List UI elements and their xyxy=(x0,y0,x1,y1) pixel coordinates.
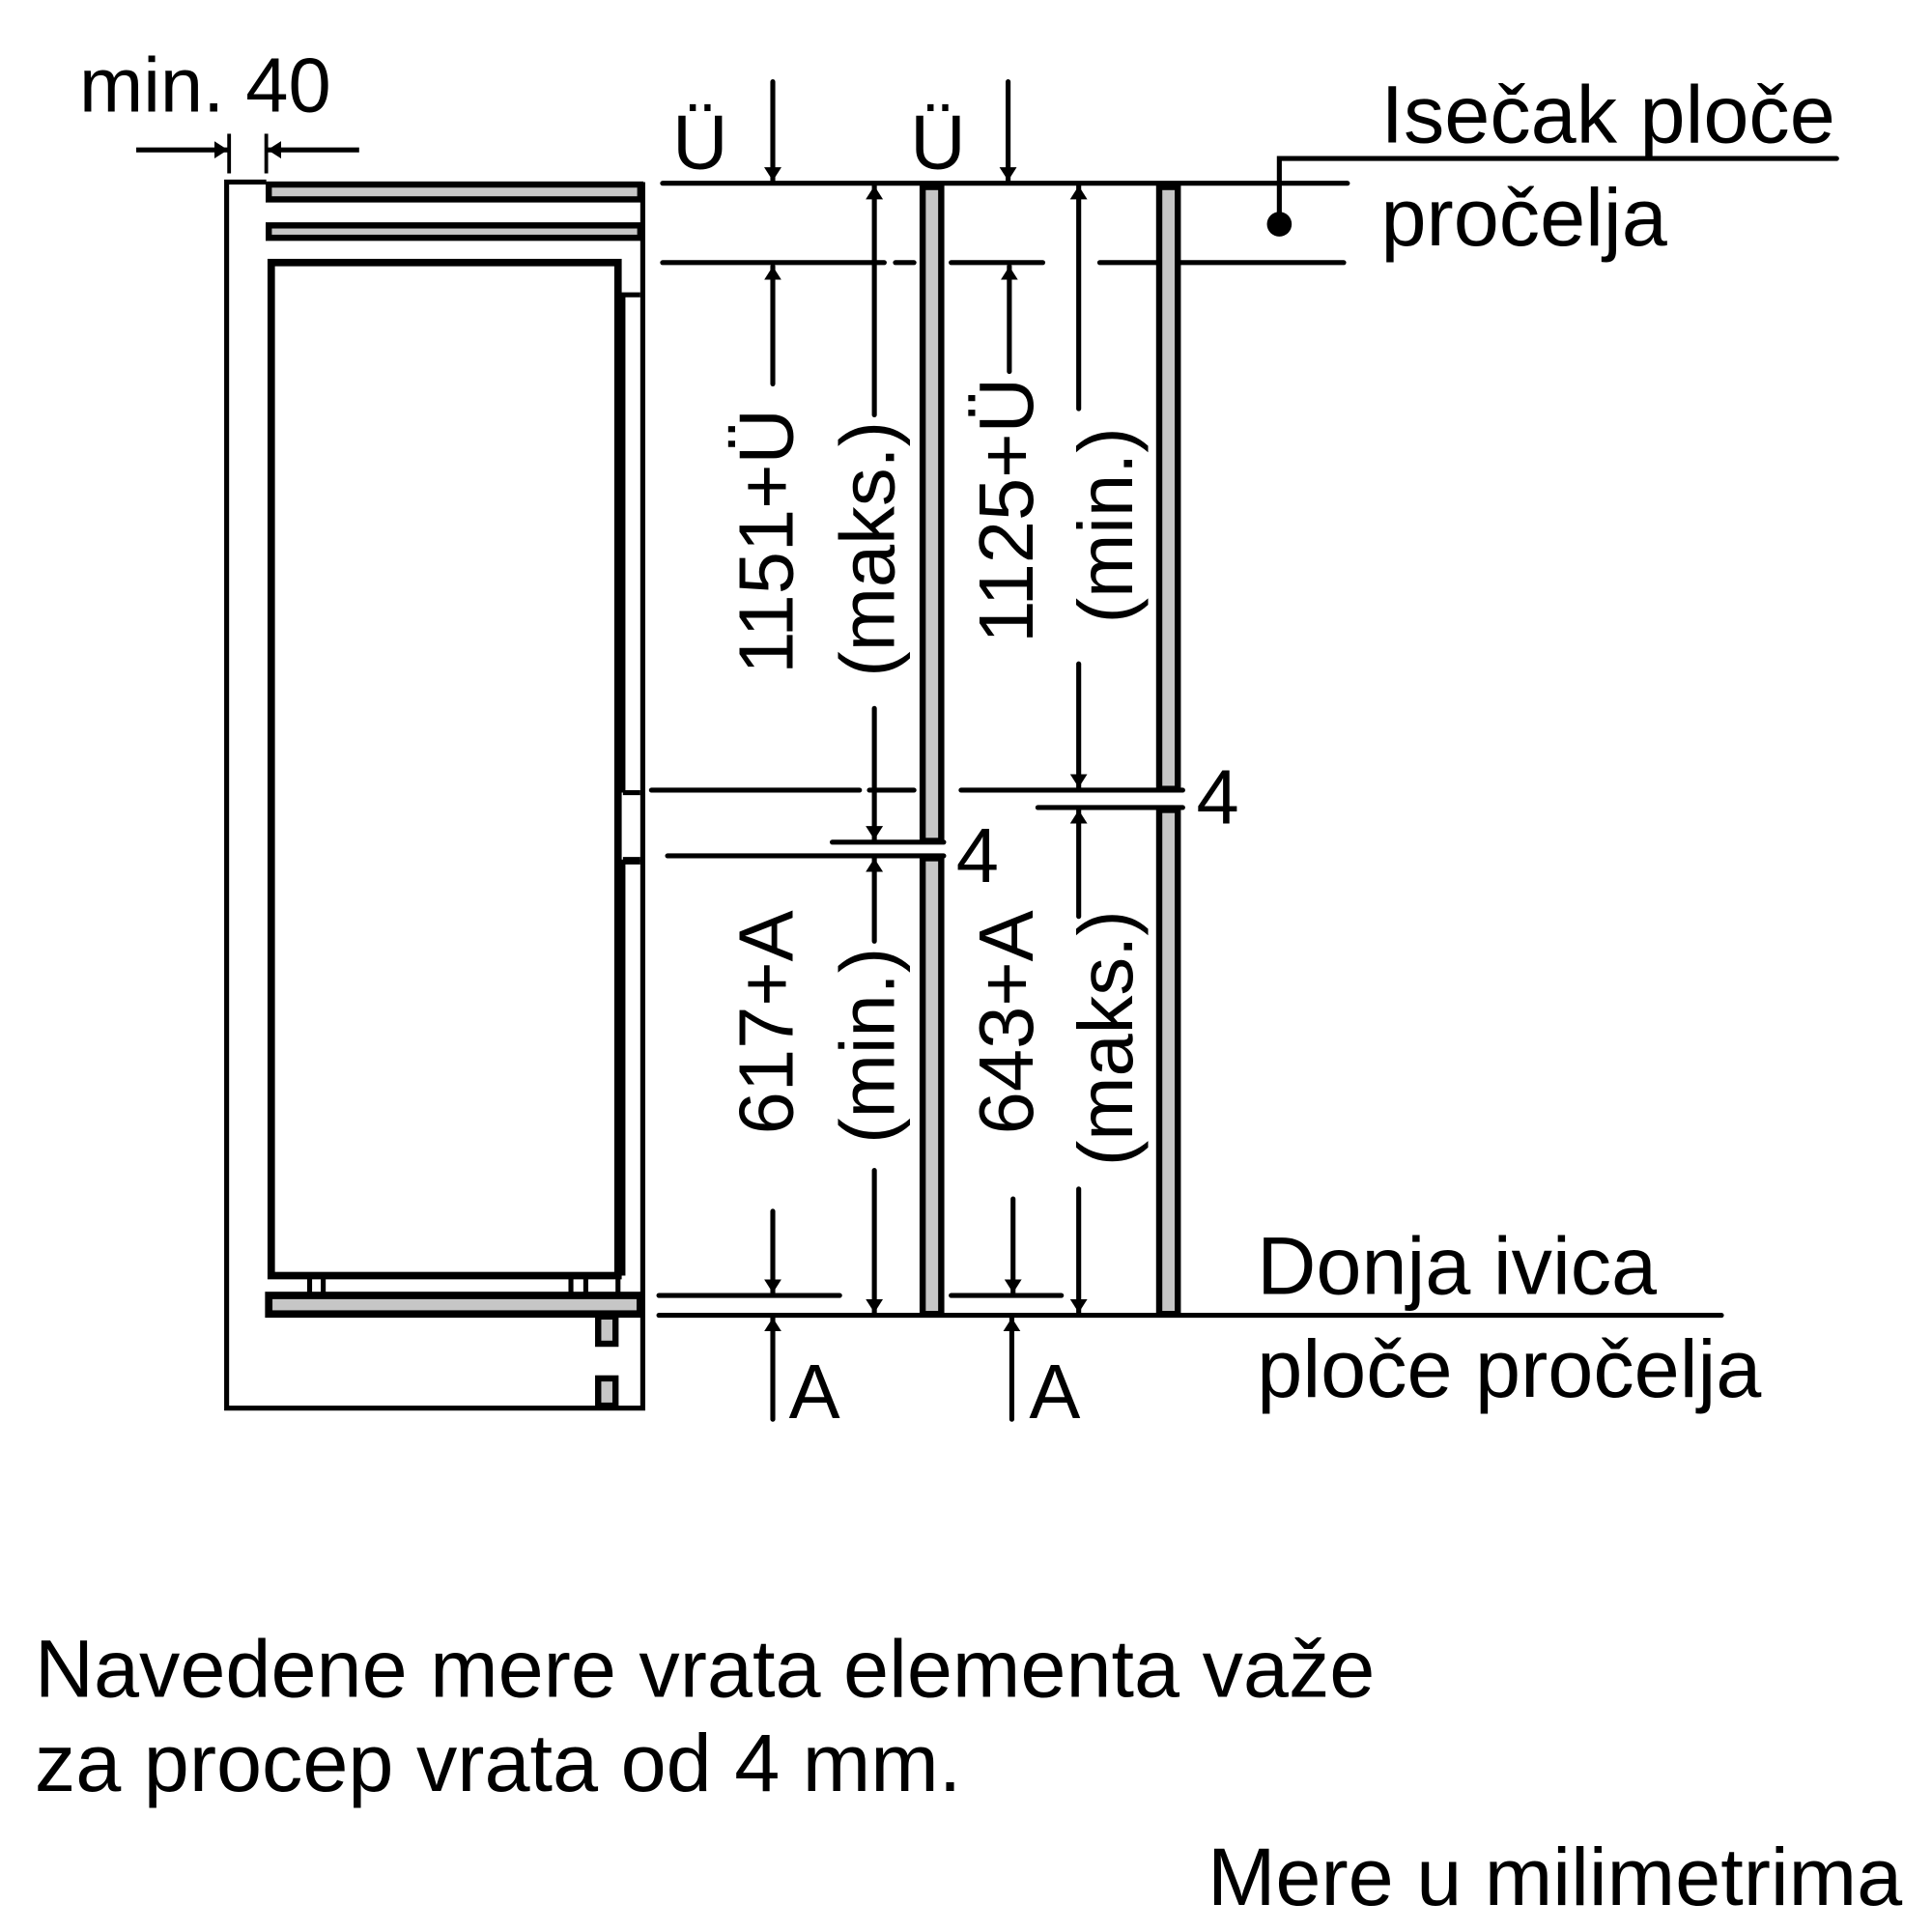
panel-a-upper xyxy=(919,184,945,844)
appliance-feet xyxy=(306,1276,621,1294)
vent-block-1 xyxy=(595,1313,619,1348)
door-panels xyxy=(919,184,1181,1318)
vent-block-2 xyxy=(595,1375,619,1409)
bottom-plinth-bar xyxy=(265,1292,644,1319)
bottom-edge-label-line1: Donja ivica xyxy=(1257,1220,1658,1312)
bottom-offset-label-1: A xyxy=(789,1349,840,1435)
appliance-body xyxy=(267,258,622,1280)
upper-door-min-value: 1125+Ü xyxy=(963,378,1049,643)
bottom-edge-label-line2: ploče pročelja xyxy=(1257,1322,1762,1414)
panel-b-upper xyxy=(1155,184,1181,792)
dimension-arrows xyxy=(764,79,1088,1422)
bottom-offset-label-2: A xyxy=(1029,1349,1080,1435)
hinge-strip-upper xyxy=(620,292,640,793)
gap-label-left: 4 xyxy=(956,812,999,898)
panel-a-lower xyxy=(919,855,945,1318)
units-note: Mere u milimetrima xyxy=(1208,1831,1903,1922)
top-shelf-1 xyxy=(266,181,644,203)
lower-door-min-value: 617+A xyxy=(724,910,810,1134)
note-line-2: za procep vrata od 4 mm. xyxy=(35,1717,961,1808)
overhang-label-1: Ü xyxy=(672,99,727,185)
upper-door-min-qualifier: (min.) xyxy=(1063,427,1149,623)
lower-door-max-qualifier: (maks.) xyxy=(1063,910,1149,1166)
cabinet-outline xyxy=(224,179,645,1411)
upper-door-max-value: 1151+Ü xyxy=(724,409,810,674)
callout-dot xyxy=(1266,212,1293,237)
panel-b-lower xyxy=(1155,807,1181,1318)
hinge-strip-lower xyxy=(620,859,640,1276)
lower-door-min-qualifier: (min.) xyxy=(825,948,911,1144)
cutout-label-line2: pročelja xyxy=(1380,171,1667,263)
cutout-label-line1: Isečak ploče xyxy=(1380,68,1834,159)
reference-lines xyxy=(648,156,1839,1319)
gap-label-right: 4 xyxy=(1196,754,1238,840)
min-gap-dimension xyxy=(136,133,359,174)
overhang-label-2: Ü xyxy=(910,99,965,185)
note-line-1: Navedene mere vrata elementa važe xyxy=(35,1622,1375,1714)
cabinet-section xyxy=(224,179,645,1411)
min-gap-label: min. 40 xyxy=(79,42,331,128)
upper-door-max-qualifier: (maks.) xyxy=(825,421,911,677)
top-shelf-2 xyxy=(266,222,644,242)
lower-door-max-value: 643+A xyxy=(963,910,1049,1134)
